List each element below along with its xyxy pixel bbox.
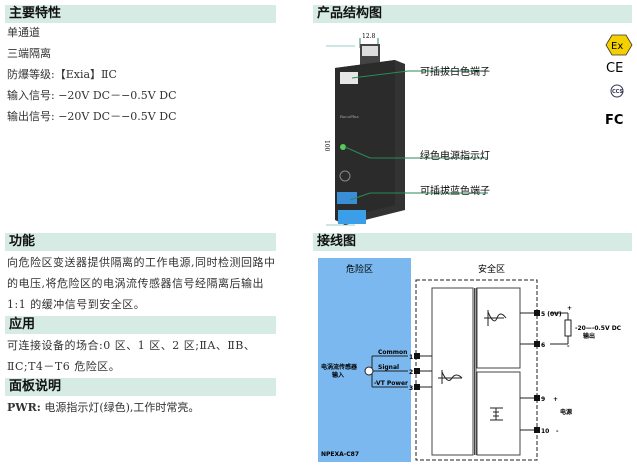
power-supply-label: 电源 — [560, 408, 572, 416]
feature-item: 防爆等级:【Exia】ⅡC — [7, 68, 117, 81]
ccs-cert-text: CCS — [612, 89, 623, 95]
terminal-3: 3 — [409, 385, 413, 392]
callout-blue-terminal: 可插拔蓝色端子 — [420, 186, 490, 197]
feature-item: 输出信号: −20V DC－−0.5V DC — [7, 110, 177, 123]
terminal-2: 2 — [409, 369, 413, 376]
signal-label: Signal — [378, 364, 399, 371]
sensor-label: 电涡流传感器 — [321, 363, 358, 371]
power-minus: - — [556, 428, 559, 435]
feature-item: 三端隔离 — [7, 47, 51, 60]
power-label: -VT Power — [374, 380, 408, 387]
panel-label: PWR: — [7, 401, 41, 414]
feature-item: 输入信号: −20V DC－−0.5V DC — [7, 89, 177, 102]
common-label: Common — [378, 349, 407, 356]
terminal-9: 9 — [541, 396, 545, 403]
panel-text: PWR: 电源指示灯(绿色),工作时常亮。 — [7, 401, 199, 415]
structure-header: 产品结构图 — [313, 5, 632, 23]
safe-zone-label: 安全区 — [478, 263, 505, 275]
width-dimension: 12.8 — [362, 33, 376, 40]
wiring-header: 接线图 — [313, 233, 632, 251]
output-plus: + — [567, 305, 572, 312]
ce-cert-icon: CE — [606, 61, 623, 76]
wiring-diagram: 危险区 安全区 Common Signal -VT Power 电涡流传感器 输… — [318, 258, 622, 462]
fc-cert-icon: FC — [605, 113, 623, 128]
ccs-cert-icon — [610, 84, 624, 98]
panel-header: 面板说明 — [5, 378, 276, 396]
ex-cert-text: Ex — [611, 41, 623, 52]
function-text: 向危险区变送器提供隔离的工作电源,同时检测回路中的电压,将危险区的电涡流传感器信… — [7, 256, 276, 311]
terminal-1: 1 — [409, 354, 413, 361]
callout-power-led: 绿色电源指示灯 — [420, 151, 490, 162]
model-label: NPEXA-C87 — [321, 451, 359, 458]
ex-cert-icon — [605, 34, 633, 56]
hazard-zone-label: 危险区 — [346, 263, 373, 275]
panel-desc: 电源指示灯(绿色),工作时常亮。 — [44, 401, 200, 414]
output-label: 输出 — [583, 332, 595, 340]
application-text: 可连接设备的场合:0 区、1 区、2 区;ⅡA、ⅡB、ⅡC;T4－T6 危险区。 — [7, 339, 256, 373]
output-range: -20—-0.5V DC — [575, 325, 622, 332]
device-image: 12.8 100 RocoPlus — [323, 33, 488, 226]
height-dimension: 100 — [323, 140, 330, 152]
feature-item: 单通道 — [7, 26, 40, 39]
terminal-10: 10 — [541, 428, 549, 435]
terminal-6: 6 — [541, 342, 545, 349]
features-header: 主要特性 — [5, 5, 276, 23]
power-plus: + — [553, 396, 558, 403]
output-minus: - — [567, 343, 570, 350]
function-header: 功能 — [5, 233, 276, 251]
brand-label: RocoPlus — [340, 114, 359, 119]
sensor-input-label: 输入 — [332, 371, 344, 379]
application-header: 应用 — [5, 316, 276, 334]
terminal-5: 5 (0V) — [541, 311, 562, 318]
callout-white-terminal: 可插拔白色端子 — [420, 67, 490, 78]
